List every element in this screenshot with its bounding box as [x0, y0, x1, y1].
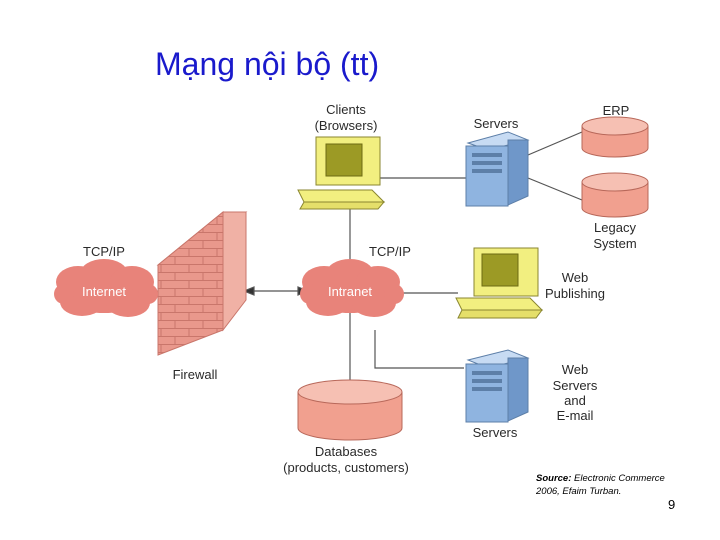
intranet-cloud-icon: [300, 259, 404, 317]
intranet-label: Intranet: [328, 284, 372, 299]
web-publishing-sublabel: Publishing: [545, 286, 605, 301]
page-number: 9: [668, 497, 676, 512]
web-publishing-label: Web: [562, 270, 589, 285]
web-servers-label-1: Web: [562, 362, 589, 377]
firewall-label: Firewall: [173, 367, 218, 382]
legacy-label: Legacy: [594, 220, 636, 235]
clients-sublabel: (Browsers): [315, 118, 378, 133]
servers-bottom-label: Servers: [473, 425, 518, 440]
web-servers-label-2: Servers: [553, 378, 598, 393]
web-servers-label-3: and: [564, 393, 586, 408]
erp-label: ERP: [603, 103, 630, 118]
server-icon-top: [465, 131, 530, 207]
clients-label: Clients: [326, 102, 366, 117]
source-label: Source:: [536, 473, 572, 484]
tcpip-left-label: TCP/IP: [83, 244, 125, 259]
page-title: Mạng nội bộ (tt): [155, 46, 380, 82]
erp-database-icon: [581, 116, 649, 158]
server-icon-bottom: [465, 349, 530, 423]
legacy-sublabel: System: [593, 236, 636, 251]
source-citation: Source: Electronic Commerce 2006, Efaim …: [536, 472, 665, 498]
legacy-database-icon: [581, 172, 649, 218]
servers-top-label: Servers: [474, 116, 519, 131]
internet-label: Internet: [82, 284, 126, 299]
source-text-line2: 2006, Efaim Turban.: [536, 486, 622, 497]
databases-sublabel: (products, customers): [283, 460, 409, 475]
tcpip-center-label: TCP/IP: [369, 244, 411, 259]
web-publishing-computer-icon: [455, 247, 544, 319]
internet-cloud-icon: [54, 259, 158, 317]
web-servers-label-4: E-mail: [557, 408, 594, 423]
client-computer-icon: [297, 136, 386, 210]
databases-label: Databases: [315, 444, 378, 459]
firewall-icon: [156, 210, 248, 356]
source-text-line1: Electronic Commerce: [571, 473, 665, 484]
customer-database-icon: [297, 379, 403, 441]
